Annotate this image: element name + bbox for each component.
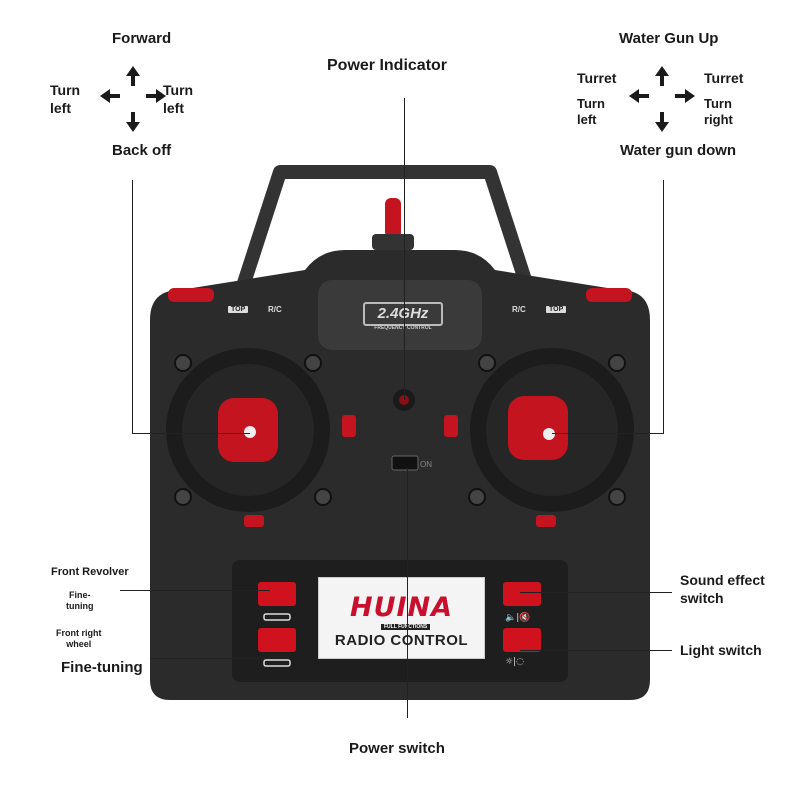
leader-line-front-revolver xyxy=(120,590,270,591)
leader-line-right-horizontal xyxy=(552,433,664,434)
leader-line-left-horizontal xyxy=(132,433,250,434)
label-turret-left-1: Turret xyxy=(577,70,617,86)
right-shoulder-button xyxy=(586,288,632,302)
left-shoulder-button xyxy=(168,288,214,302)
label-forward: Forward xyxy=(112,30,172,47)
label-power-switch: Power switch xyxy=(349,740,445,757)
label-fine-tuning: Fine-tuning xyxy=(61,659,143,676)
label-turret-left-2: Turn left xyxy=(577,96,605,128)
label-front-revolver: Front Revolver xyxy=(51,566,129,578)
leader-line-right-vertical xyxy=(663,180,664,434)
label-turret-right-1: Turret xyxy=(704,70,744,86)
radio-control-text: RADIO CONTROL xyxy=(334,632,469,649)
frequency-badge: 2.4GHz xyxy=(363,302,443,326)
power-indicator-led xyxy=(399,395,409,405)
label-water-gun-down: Water gun down xyxy=(620,142,737,159)
light-switch-button xyxy=(503,628,541,652)
sound-effect-button xyxy=(503,582,541,606)
right-joystick xyxy=(508,396,568,460)
brand-panel: HUINA FULL FUNCTIONS RADIO CONTROL xyxy=(318,577,485,659)
right-trim-tab xyxy=(444,415,458,437)
label-light-switch: Light switch xyxy=(680,642,762,658)
top-badge-left: TOP xyxy=(228,306,249,313)
svg-text:🔈|🔇: 🔈|🔇 xyxy=(505,611,530,623)
label-turn-left-b: Turn left xyxy=(163,82,194,116)
leader-line-light-switch xyxy=(520,650,672,651)
front-revolver-button xyxy=(258,582,296,606)
label-turret-right-2: Turn right xyxy=(704,96,733,128)
label-back-off: Back off xyxy=(112,142,172,159)
front-right-wheel-button xyxy=(258,628,296,652)
label-water-gun-up: Water Gun Up xyxy=(619,30,719,47)
leader-line-left-vertical xyxy=(132,180,133,434)
leader-line-power-indicator xyxy=(404,98,405,400)
leader-line-sound-effect xyxy=(520,592,672,593)
svg-text:☼|◌: ☼|◌ xyxy=(505,657,524,667)
label-turn-left-a: Turn left xyxy=(50,82,81,116)
right-direction-arrows-icon xyxy=(629,66,695,132)
on-label: ON xyxy=(420,460,432,469)
rc-label-right: R/C xyxy=(512,305,526,314)
label-power-indicator: Power Indicator xyxy=(327,57,448,74)
leader-line-fine-tuning xyxy=(150,658,270,659)
rc-label-left: R/C xyxy=(268,305,282,314)
label-fine-tuning-small: Fine- tuning xyxy=(66,590,94,612)
label-front-right-wheel: Front right wheel xyxy=(56,628,102,650)
label-sound-effect-switch: Sound effect switch xyxy=(680,572,765,606)
left-trim-tab xyxy=(342,415,356,437)
frequency-sub-label: FREQUENCY CONTROL xyxy=(374,325,432,331)
top-badge-right: TOP xyxy=(546,306,567,313)
antenna xyxy=(385,198,401,238)
left-direction-arrows-icon xyxy=(100,66,166,132)
power-switch-slider xyxy=(391,455,419,471)
carry-handle xyxy=(225,165,545,323)
brand-logo: HUINA xyxy=(349,592,454,623)
brand-sub: FULL FUNCTIONS xyxy=(381,624,431,630)
leader-line-power-switch xyxy=(407,468,408,718)
